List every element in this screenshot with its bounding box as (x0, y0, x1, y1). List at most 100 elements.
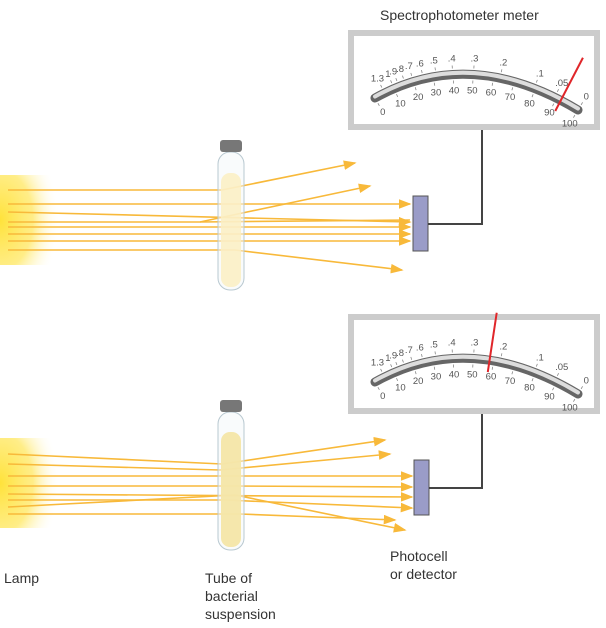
tube-label-line1: Tube of (205, 570, 252, 586)
tick (500, 69, 503, 73)
absorbance-tick-label: 1.3 (371, 74, 384, 85)
tick (500, 353, 503, 357)
transmittance-tick-label: 20 (413, 92, 424, 103)
absorbance-tick-label: 1 (385, 69, 390, 80)
tick (535, 363, 538, 367)
tick (511, 371, 514, 375)
tick (390, 364, 393, 368)
transmittance-tick-label: 20 (413, 376, 424, 387)
tick (535, 79, 538, 83)
transmittance-tick-label: 30 (431, 372, 442, 383)
transmittance-tick-label: 50 (467, 85, 478, 96)
meter-face (354, 36, 594, 124)
tick (395, 78, 398, 82)
transmittance-tick-label: 0 (380, 391, 385, 402)
tick (396, 93, 399, 98)
absorbance-tick-label: .5 (430, 339, 438, 350)
bottom-needle (486, 312, 498, 373)
transmittance-tick-label: 100 (562, 119, 578, 130)
transmittance-tick-label: 40 (449, 85, 460, 96)
detector-label-line1: Photocell (390, 548, 448, 564)
tick (552, 103, 555, 107)
photocell-detector-bottom (413, 459, 430, 516)
tube-label-line2: bacterial (205, 588, 258, 604)
rays-top (7, 160, 412, 274)
transmittance-tick-label: 80 (524, 99, 535, 110)
transmittance-tick-label: 60 (486, 372, 497, 383)
absorbance-tick-label: .05 (555, 78, 568, 89)
tube-cap (220, 400, 242, 412)
tick (531, 94, 534, 98)
tick (580, 102, 583, 106)
absorbance-tick-label: 1 (385, 353, 390, 364)
absorbance-tick-label: .8 (396, 64, 404, 75)
absorbance-tick-label: .8 (396, 348, 404, 359)
lamp-label: Lamp (4, 570, 39, 586)
absorbance-tick-label: .5 (430, 55, 438, 66)
tick (380, 84, 383, 88)
absorbance-tick-label: .9 (389, 67, 397, 78)
tick (396, 377, 399, 382)
absorbance-tick-label: .1 (536, 352, 544, 363)
tick (573, 398, 576, 402)
top-needle (554, 57, 584, 112)
transmittance-tick-label: 10 (395, 382, 406, 393)
meter-title: Spectrophotometer meter (380, 7, 539, 23)
tick (511, 87, 514, 91)
tick (402, 359, 404, 363)
tick (410, 356, 413, 360)
tick (556, 372, 559, 377)
absorbance-tick-label: .4 (448, 54, 456, 65)
tick (414, 87, 417, 91)
transmittance-tick-label: 90 (544, 107, 555, 118)
tick (410, 72, 413, 76)
absorbance-tick-label: .4 (448, 338, 456, 349)
absorbance-tick-label: 0 (584, 375, 589, 386)
tick (421, 69, 423, 74)
tick (433, 82, 436, 86)
wire-bottom (429, 412, 483, 489)
absorbance-tick-label: .3 (470, 54, 478, 65)
tick (380, 368, 383, 372)
transmittance-tick-label: 90 (544, 391, 555, 402)
tick (390, 80, 393, 84)
transmittance-tick-label: 0 (380, 107, 385, 118)
tick (552, 387, 555, 391)
lamp-glow (0, 438, 60, 528)
absorbance-tick-label: .05 (555, 362, 568, 373)
tick (556, 88, 559, 93)
absorbance-tick-label: 1.3 (371, 358, 384, 369)
transmittance-tick-label: 10 (395, 98, 406, 109)
absorbance-tick-label: .2 (499, 341, 507, 352)
absorbance-tick-label: .7 (405, 61, 413, 72)
transmittance-tick-label: 80 (524, 383, 535, 394)
tick (377, 387, 380, 391)
absorbance-tick-label: .3 (470, 338, 478, 349)
tick (402, 75, 404, 79)
transmittance-tick-label: 70 (505, 92, 516, 103)
absorbance-tick-label: .7 (405, 345, 413, 356)
transmittance-tick-label: 70 (505, 376, 516, 387)
tick (573, 114, 576, 118)
photocell-detector-top (412, 195, 429, 252)
tick (580, 386, 583, 390)
test-tube-top (217, 140, 245, 291)
tick (491, 82, 494, 86)
transmittance-tick-label: 60 (486, 88, 497, 99)
absorbance-tick-label: 0 (584, 91, 589, 102)
absorbance-tick-label: .2 (499, 57, 507, 68)
test-tube-bottom (217, 400, 245, 551)
tick (395, 362, 398, 366)
tick (531, 378, 534, 382)
absorbance-tick-label: .6 (416, 58, 424, 69)
rays-bottom (7, 436, 414, 533)
tube-cap (220, 140, 242, 152)
absorbance-tick-label: .6 (416, 342, 424, 353)
wire-top (428, 130, 483, 225)
transmittance-tick-label: 30 (431, 88, 442, 99)
